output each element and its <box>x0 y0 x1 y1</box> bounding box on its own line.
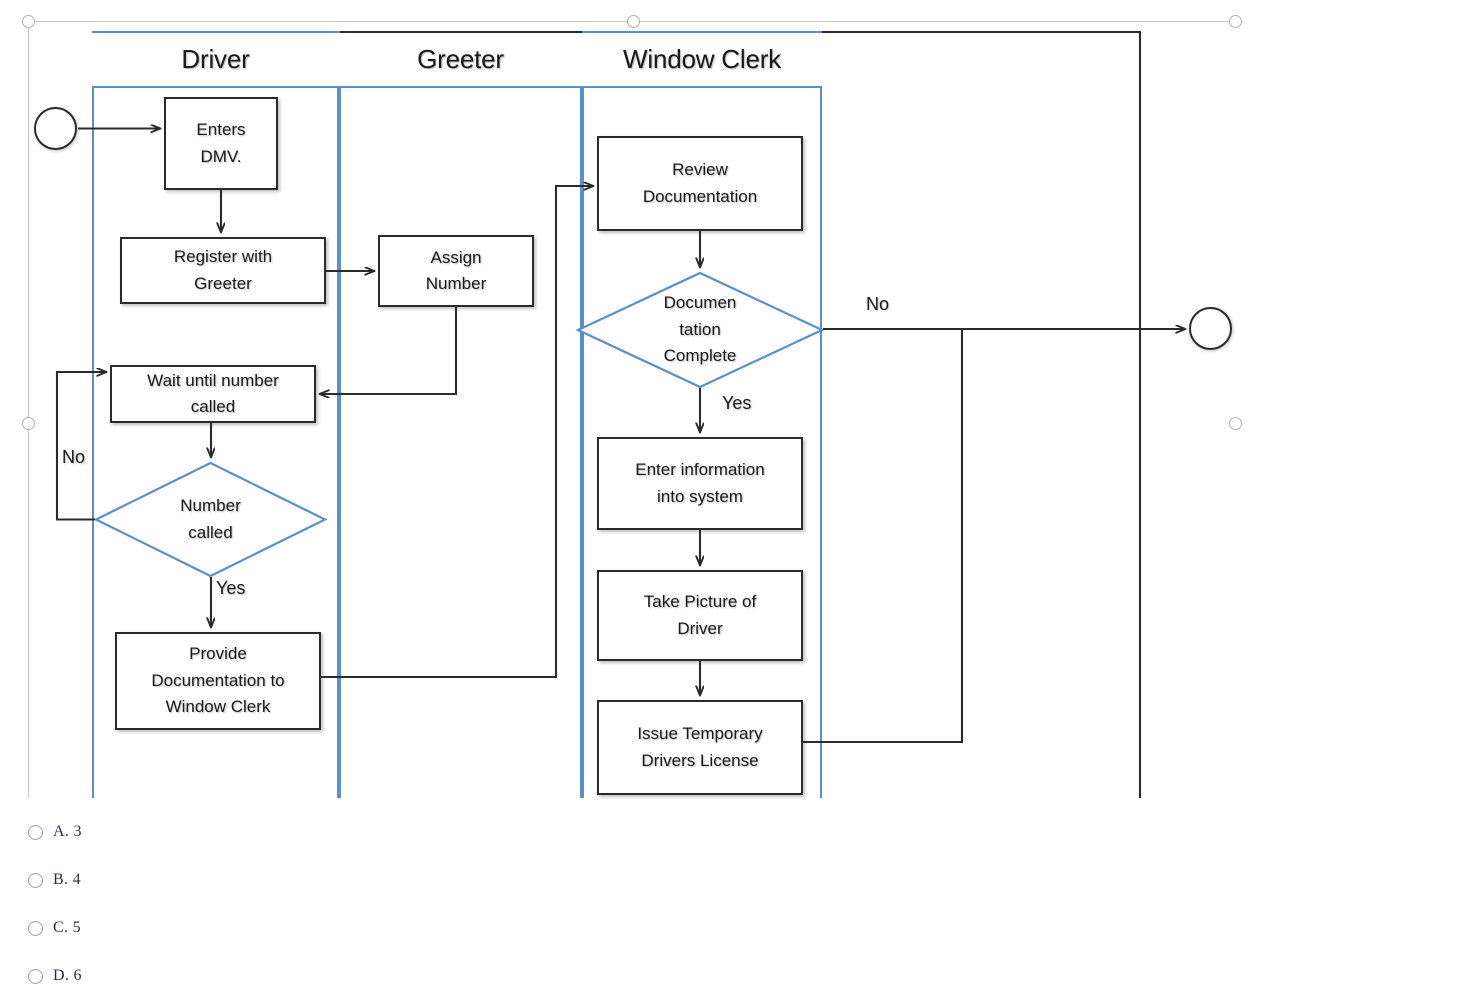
node-issue-license-label: Issue Temporary Drivers License <box>637 724 763 770</box>
end-node <box>1189 307 1232 350</box>
node-provide-documentation-label: Provide Documentation to Window Clerk <box>151 644 285 717</box>
radio-icon-d[interactable] <box>28 968 43 984</box>
answer-option-a[interactable]: A. 3 <box>28 808 448 856</box>
selection-handle-top-right[interactable] <box>1229 15 1242 28</box>
lane-header-driver: Driver <box>92 31 339 88</box>
answer-option-a-label: A. 3 <box>53 823 82 840</box>
answer-options-list: A. 3 B. 4 C. 5 D. 6 <box>28 808 448 989</box>
node-register-with-greeter: Register with Greeter <box>120 237 326 304</box>
selection-handle-top-center[interactable] <box>627 15 640 28</box>
lane-header-window-clerk: Window Clerk <box>582 31 822 88</box>
node-take-picture-label: Take Picture of Driver <box>643 592 757 638</box>
lane-greeter <box>339 31 582 798</box>
start-node <box>34 107 77 150</box>
selection-handle-middle-left[interactable] <box>22 417 35 430</box>
selection-handle-middle-right[interactable] <box>1229 417 1242 430</box>
answer-option-b[interactable]: B. 4 <box>28 856 448 904</box>
answer-option-d-label: D. 6 <box>53 967 82 984</box>
selection-frame-left <box>28 21 29 798</box>
answer-option-c[interactable]: C. 5 <box>28 904 448 952</box>
node-number-called: Number called <box>93 461 328 578</box>
edge-label-docs-complete-no: No <box>866 294 890 314</box>
node-enter-information: Enter information into system <box>597 437 803 530</box>
node-review-documentation-label: Review Documentation <box>642 160 758 206</box>
edge-label-number-called-yes: Yes <box>216 578 246 598</box>
node-assign-number-label: Assign Number <box>425 247 487 293</box>
edge-label-number-called-no: No <box>62 447 86 467</box>
edge-issue-license-to-end <box>803 329 964 744</box>
node-register-with-greeter-label: Register with Greeter <box>173 247 273 293</box>
node-enter-information-label: Enter information into system <box>635 460 765 506</box>
lane-title-driver: Driver <box>181 44 250 74</box>
answer-option-d[interactable]: D. 6 <box>28 952 448 989</box>
lane-header-greeter: Greeter <box>339 31 582 88</box>
radio-icon-a[interactable] <box>28 824 43 840</box>
node-wait-until-number-called: Wait until number called <box>110 365 316 423</box>
radio-icon-b[interactable] <box>28 872 43 888</box>
node-provide-documentation: Provide Documentation to Window Clerk <box>115 632 321 730</box>
node-documentation-complete: Documen tation Complete <box>575 271 825 389</box>
edge-outer-boundary-return <box>822 30 1142 798</box>
answer-option-b-label: B. 4 <box>53 871 81 888</box>
node-enters-dmv-label: Enters DMV. <box>196 120 246 166</box>
node-issue-license: Issue Temporary Drivers License <box>597 700 803 795</box>
edge-label-docs-complete-yes: Yes <box>722 393 752 413</box>
lane-title-greeter: Greeter <box>417 44 504 74</box>
radio-icon-c[interactable] <box>28 920 43 936</box>
selection-handle-top-left[interactable] <box>22 15 35 28</box>
node-enters-dmv: Enters DMV. <box>164 97 278 190</box>
node-review-documentation: Review Documentation <box>597 136 803 231</box>
node-take-picture: Take Picture of Driver <box>597 570 803 661</box>
node-assign-number: Assign Number <box>378 235 534 307</box>
lane-title-window-clerk: Window Clerk <box>623 44 781 74</box>
answer-option-c-label: C. 5 <box>53 919 81 936</box>
node-wait-until-number-called-label: Wait until number called <box>147 370 279 416</box>
